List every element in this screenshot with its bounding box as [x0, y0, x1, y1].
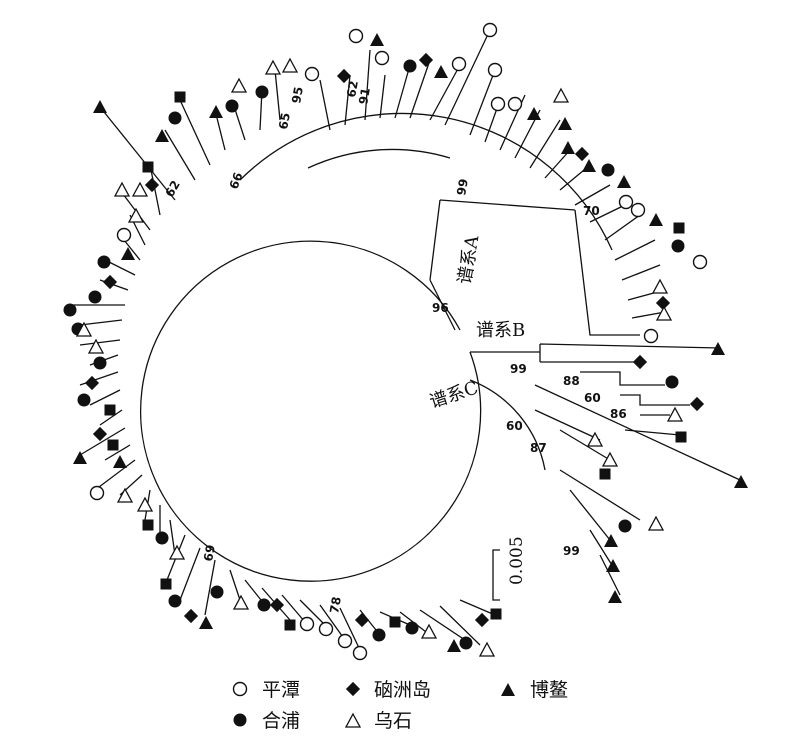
legend-item-hepu: 合浦: [233, 710, 300, 732]
clade-b-label: 谱系B: [476, 320, 525, 341]
bootstrap-b2: 60: [584, 391, 601, 405]
bootstrap-clade-c: 60: [506, 419, 523, 433]
clade-b-branch: [470, 343, 721, 363]
filled-circle-icon: [233, 713, 247, 727]
bootstrap-c1: 87: [530, 441, 547, 455]
bootstrap-clade-b: 99: [510, 362, 527, 376]
clade-c-arc: [469, 379, 546, 471]
bootstrap-a3: 62: [344, 80, 361, 99]
bootstrap-a7: 62: [162, 178, 182, 199]
legend-label: 合浦: [262, 710, 300, 732]
bootstrap-a6: 66: [227, 171, 246, 191]
clade-b-subbranch: [580, 371, 690, 436]
filled-diamond-icon: [345, 681, 361, 697]
legend-item-naozhou: 硇洲岛: [345, 679, 431, 701]
bootstrap-clade-a: 99: [454, 178, 471, 197]
legend: 平潭 硇洲岛 博鳌 合浦 乌石: [232, 679, 568, 732]
clade-a-label: 谱系A: [454, 233, 483, 286]
bootstrap-root: 96: [432, 301, 449, 315]
bootstrap-a1: 70: [583, 204, 600, 218]
open-triangle-icon: [345, 713, 361, 728]
bootstrap-a4: 95: [289, 86, 306, 105]
bootstrap-l2: 78: [327, 596, 344, 615]
scale-bar-label: 0.005: [507, 536, 527, 585]
clade-c-long-branch: [534, 384, 741, 596]
left-terminal-branches: [70, 69, 496, 651]
bootstrap-b3: 86: [610, 407, 627, 421]
bootstrap-a2: 91: [356, 87, 373, 106]
scale-bar: 0.005: [492, 536, 527, 601]
clade-a-inner-arc: [307, 148, 451, 169]
top-right-terminal-branches: [319, 29, 666, 319]
filled-triangle-icon: [501, 683, 515, 696]
clade-c-label: 谱系C: [427, 377, 481, 412]
legend-item-pingtan: 平潭: [232, 679, 300, 701]
bootstrap-b1: 88: [563, 374, 580, 388]
legend-label: 平潭: [262, 679, 300, 701]
bootstrap-a5: 65: [276, 112, 293, 131]
legend-item-boao: 博鳌: [501, 679, 568, 701]
tip-symbols: [63, 22, 748, 661]
bootstrap-l1: 69: [201, 544, 218, 563]
bootstrap-c2: 99: [563, 544, 580, 558]
clade-a-root-branch: [429, 199, 640, 336]
open-circle-icon: [232, 681, 248, 697]
legend-label: 博鳌: [530, 679, 568, 701]
clade-a-arc: [239, 112, 613, 251]
legend-label: 硇洲岛: [374, 679, 431, 701]
tree-backbone-arc: [139, 240, 482, 582]
legend-item-wushi: 乌石: [345, 710, 412, 732]
legend-label: 乌石: [374, 710, 412, 732]
